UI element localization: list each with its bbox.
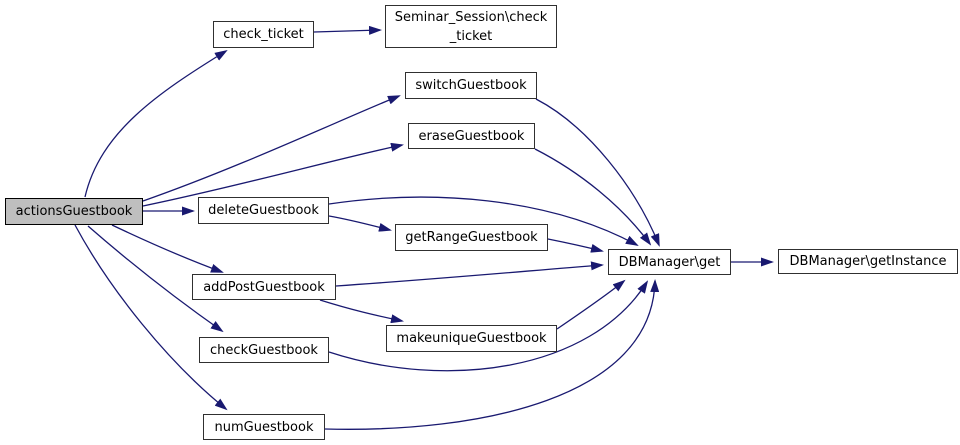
edge-switchGuestbook-dbget xyxy=(535,98,660,247)
edge-actionsGuestbook-checkGuestbook xyxy=(87,225,224,333)
edge-addPostGuestbook-makeuniqueGuestbook xyxy=(319,299,404,324)
edge-actionsGuestbook-eraseGuestbook xyxy=(142,142,404,207)
edge-check_ticket-seminar xyxy=(313,25,382,35)
node-dbmanager-getinstance[interactable]: DBManager\getInstance xyxy=(778,249,958,274)
edge-addPostGuestbook-dbget xyxy=(335,261,604,287)
node-eraseGuestbook[interactable]: eraseGuestbook xyxy=(408,123,535,149)
node-addPostGuestbook[interactable]: addPostGuestbook xyxy=(192,274,336,300)
edge-checkGuestbook-dbget xyxy=(328,280,649,372)
edge-getRangeGuestbook-dbget xyxy=(547,238,604,253)
edge-makeuniqueGuestbook-dbget xyxy=(556,279,626,330)
edge-actionsGuestbook-switchGuestbook xyxy=(142,95,401,202)
edge-deleteGuestbook-dbget xyxy=(328,196,639,246)
edge-actionsGuestbook-numGuestbook xyxy=(74,224,228,411)
edge-actionsGuestbook-addPostGuestbook xyxy=(111,224,224,273)
node-check-ticket[interactable]: check_ticket xyxy=(213,21,314,48)
node-deleteGuestbook[interactable]: deleteGuestbook xyxy=(198,197,329,224)
node-switchGuestbook[interactable]: switchGuestbook xyxy=(405,72,537,99)
node-dbmanager-get[interactable]: DBManager\get xyxy=(608,249,731,275)
node-makeuniqueGuestbook[interactable]: makeuniqueGuestbook xyxy=(386,325,557,352)
node-checkGuestbook[interactable]: checkGuestbook xyxy=(199,337,329,363)
node-actionsGuestbook[interactable]: actionsGuestbook xyxy=(5,198,143,225)
edge-eraseGuestbook-dbget xyxy=(534,148,652,246)
edge-actionsGuestbook-check_ticket xyxy=(84,49,228,198)
edge-deleteGuestbook-getRangeGuestbook xyxy=(328,215,392,232)
edge-numGuestbook-dbget xyxy=(324,279,660,430)
node-getRangeGuestbook[interactable]: getRangeGuestbook xyxy=(395,224,548,251)
node-numGuestbook[interactable]: numGuestbook xyxy=(203,414,325,440)
node-seminar-session-check-ticket[interactable]: Seminar_Session\check _ticket xyxy=(385,5,557,48)
